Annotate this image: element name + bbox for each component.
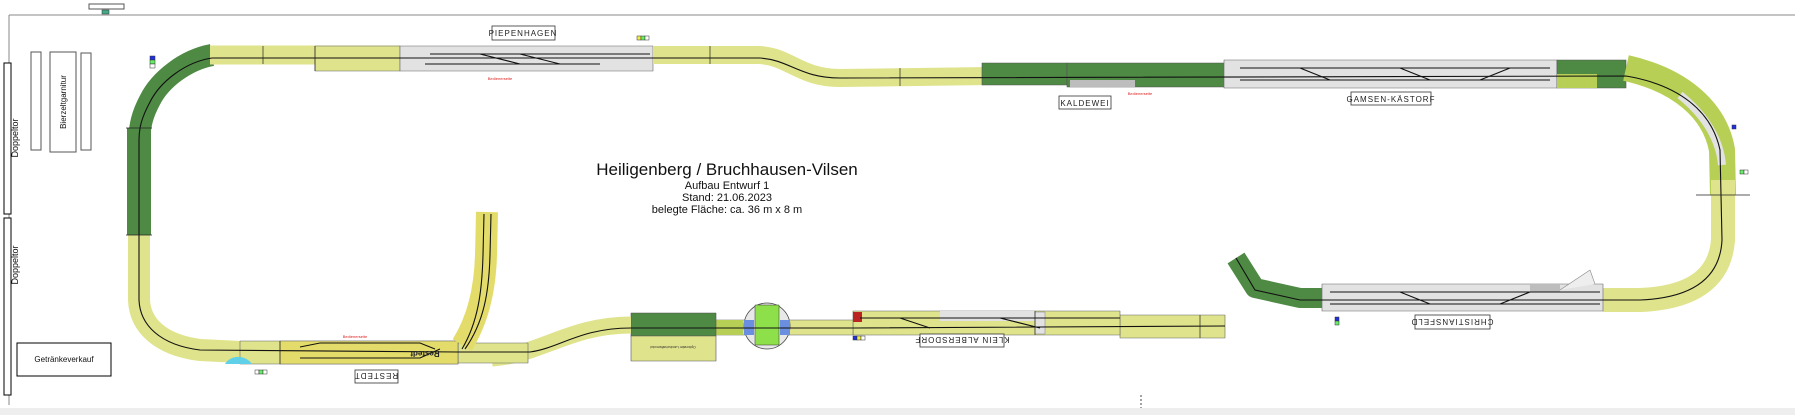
bierzelt-label: Bierzeltgarnitur [59,75,68,129]
diagram-area: belegte Fläche: ca. 36 m x 8 m [652,204,802,216]
doppeltor-1-label: Doppeltor [10,118,20,157]
restedt-sign: Restedt [410,349,440,358]
top-small-marker [101,9,110,15]
svg-text:KALDEWEI: KALDEWEI [1060,99,1109,108]
svg-text:RESTEDT: RESTEDT [354,371,398,380]
station-label-kaldewei: KALDEWEI [1058,95,1112,110]
station-label-christiansfeld: CHRISTIANSFELD [1411,314,1494,330]
doppeltor-1: Doppeltor [3,62,20,215]
segment-dividers [126,46,1750,364]
diagram-subtitle: Aufbau Entwurf 1 [685,180,769,192]
bierzeltgarnitur: Bierzeltgarnitur [30,51,92,153]
doppeltor-2: Doppeltor [3,217,20,396]
optional-module-label: Optionaler Landschaftsmodul [650,345,696,349]
bedienseite-restedt: Bedienerseite [343,334,368,339]
signal-markers [149,35,1749,375]
svg-text:CHRISTIANSFELD: CHRISTIANSFELD [1411,317,1494,326]
svg-text:KLEIN ALBERSDORF: KLEIN ALBERSDORF [914,335,1009,344]
getraenkeverkauf: Getränkeverkauf [16,342,112,377]
diagram-date: Stand: 21.06.2023 [682,192,772,204]
station-label-piepenhagen: PIEPENHAGEN [489,25,558,41]
doppeltor-2-label: Doppeltor [10,245,20,284]
station-label-gamsen: GAMSEN-KÄSTORF [1347,91,1436,106]
getraenke-label: Getränkeverkauf [34,355,94,364]
bottom-toolbar-edge [0,408,1795,415]
svg-text:GAMSEN-KÄSTORF: GAMSEN-KÄSTORF [1347,95,1436,104]
station-label-restedt: RESTEDT [354,369,399,384]
diagram-title: Heiligenberg / Bruchhausen-Vilsen [596,160,857,179]
station-label-klein-albersdorf: KLEIN ALBERSDORF [914,333,1010,348]
bedienseite-piepenhagen: Bedienerseite [488,76,513,81]
top-small-box [88,3,125,10]
svg-text:PIEPENHAGEN: PIEPENHAGEN [489,29,558,38]
track-lines [138,53,1723,359]
bedienseite-kaldewei: Bedienerseite [1128,91,1153,96]
